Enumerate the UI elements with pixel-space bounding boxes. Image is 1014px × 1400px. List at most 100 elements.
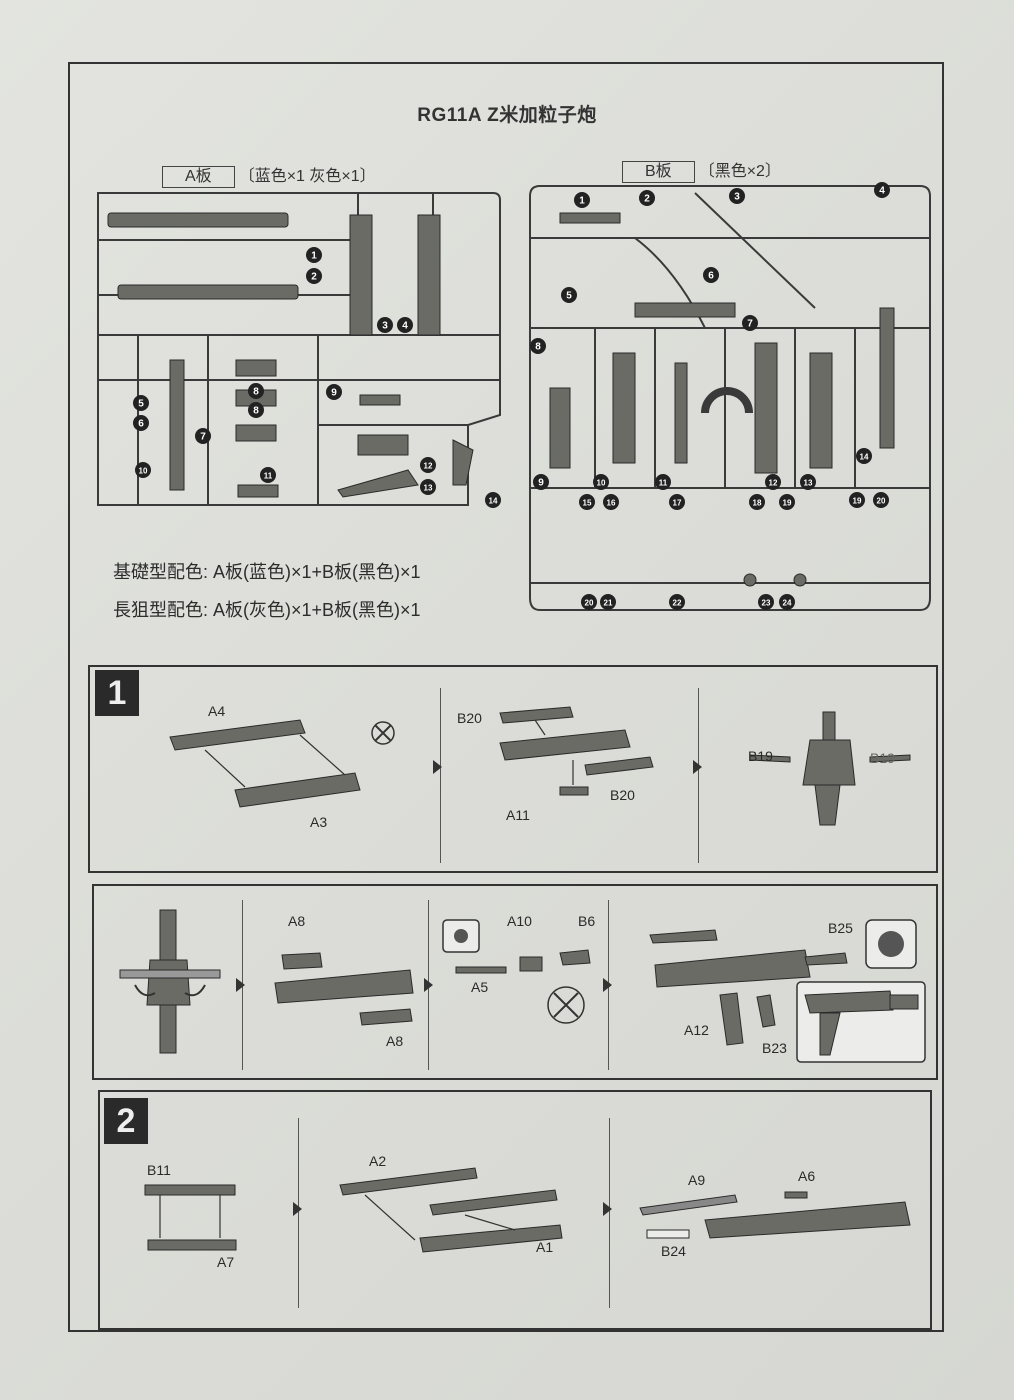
color-note-long-sniper: 長狙型配色: A板(灰色)×1+B板(黑色)×1 <box>113 600 421 620</box>
sprue-b-part-number: 1 <box>579 196 585 207</box>
sprue-a-part-marker <box>326 384 342 400</box>
sprue-a-part-number: 11 <box>264 472 273 481</box>
step-arrow <box>293 1202 302 1216</box>
sprue-a-part-marker <box>135 462 151 478</box>
sprue-b-part-marker <box>669 494 685 510</box>
step-1a-illustration <box>169 719 395 808</box>
sprue-a-part-number: 9 <box>331 388 337 399</box>
label-b6: B6 <box>578 913 596 929</box>
label-a9: A9 <box>688 1172 706 1188</box>
label-a12: A12 <box>684 1022 709 1038</box>
sprue-b-part-marker <box>655 474 671 490</box>
sprue-a-part-number: 1 <box>311 251 317 262</box>
step-1c-illustration <box>749 711 911 826</box>
sprue-b-part-number: 3 <box>734 192 740 203</box>
sprue-b-part-number: 20 <box>877 497 886 506</box>
sprue-b-part-number: 19 <box>783 499 792 508</box>
sprue-b-part-marker <box>856 448 872 464</box>
label-a4: A4 <box>208 703 226 719</box>
sprue-b-part-number: 11 <box>659 479 668 488</box>
sprue-b-part-marker <box>779 494 795 510</box>
sprue-a-part-number: 8 <box>253 406 259 417</box>
page-frame <box>68 62 944 1332</box>
sprue-a-part-marker <box>420 479 436 495</box>
label-b23: B23 <box>762 1040 787 1056</box>
board-a-name: A板 <box>162 166 235 188</box>
sprue-b-part-marker <box>603 494 619 510</box>
step-2b-illustration <box>339 1167 563 1253</box>
sprue-b-part-number: 23 <box>762 599 771 608</box>
sprue-b-part-number: 15 <box>583 499 592 508</box>
sprue-a-part-marker <box>260 467 276 483</box>
sprue-b-part-number: 18 <box>753 499 762 508</box>
sprue-b-part-number: 19 <box>853 497 862 506</box>
sprue-b-part-number: 2 <box>644 194 650 205</box>
sprue-b-part-marker <box>800 474 816 490</box>
sprue-b-part-number: 9 <box>538 478 544 489</box>
sprue-b-part-marker <box>873 492 889 508</box>
sprue-b-part-number: 16 <box>607 499 616 508</box>
step-1g-illustration <box>649 919 926 1063</box>
label-b25: B25 <box>828 920 853 936</box>
sprue-a-part-marker <box>306 247 322 263</box>
label-b19-left: B19 <box>748 748 773 764</box>
step-2-panel <box>98 1090 932 1330</box>
page-title: RG11A Z米加粒子炮 <box>417 105 597 126</box>
board-b-label: B板〔黑色×2〕 <box>622 157 781 183</box>
step-arrow <box>424 978 433 992</box>
label-a1: A1 <box>536 1239 554 1255</box>
step-arrow <box>236 978 245 992</box>
sprue-b-part-number: 4 <box>879 186 885 197</box>
step-arrow <box>693 760 702 774</box>
step-1d-illustration <box>119 909 221 1054</box>
label-a11: A11 <box>506 807 530 823</box>
sprue-b-part-number: 22 <box>673 599 682 608</box>
sprue-b-part-number: 24 <box>783 599 792 608</box>
sprue-b-part-marker <box>874 182 890 198</box>
board-b-detail: 〔黑色×2〕 <box>698 163 781 180</box>
sprue-b-part-number: 12 <box>769 479 778 488</box>
step-2a-illustration <box>144 1184 237 1251</box>
label-b19-right: B19 <box>870 750 895 766</box>
label-a8-top: A8 <box>288 913 306 929</box>
sprue-b-part-marker <box>749 494 765 510</box>
sprue-b-part-number: 17 <box>673 499 682 508</box>
sprue-b-part-marker <box>849 492 865 508</box>
sprue-b-part-number: 6 <box>708 271 714 282</box>
sprue-b-part-marker <box>742 315 758 331</box>
sprue-b-part-marker <box>533 474 549 490</box>
sprue-a-part-number: 10 <box>139 467 148 476</box>
step-1-panel <box>88 665 938 873</box>
sprue-a-part-marker <box>377 317 393 333</box>
sprue-a-part-marker <box>133 395 149 411</box>
sprue-a-part-marker <box>397 317 413 333</box>
step-1e-illustration <box>274 952 414 1026</box>
sprue-b-part-number: 8 <box>535 342 541 353</box>
sprue-b-part-marker <box>779 594 795 610</box>
sprue-a-part-number: 13 <box>424 484 433 493</box>
step-arrow <box>603 1202 612 1216</box>
label-a5: A5 <box>471 979 489 995</box>
sprue-a-part-number: 2 <box>311 272 317 283</box>
label-b20-top: B20 <box>457 710 482 726</box>
step-1f-illustration <box>442 919 591 1024</box>
sprue-b-part-number: 20 <box>585 599 594 608</box>
sprue-a-part-marker <box>485 492 501 508</box>
sprue-b-part-marker <box>703 267 719 283</box>
step-1-continued-panel <box>92 884 938 1080</box>
step-1-divider-2 <box>698 688 699 863</box>
step-1b-illustration <box>499 706 654 796</box>
step-1-number: 1 <box>95 670 139 716</box>
sprue-a-part-number: 8 <box>253 387 259 398</box>
sprue-b-part-marker <box>765 474 781 490</box>
label-a8-bottom: A8 <box>386 1033 404 1049</box>
sprue-b-part-marker <box>561 287 577 303</box>
sprue-a-part-marker <box>133 415 149 431</box>
step-arrow <box>603 978 612 992</box>
label-b24: B24 <box>661 1243 686 1259</box>
sprue-b-part-marker <box>574 192 590 208</box>
sprue-a-part-number: 3 <box>382 321 388 332</box>
